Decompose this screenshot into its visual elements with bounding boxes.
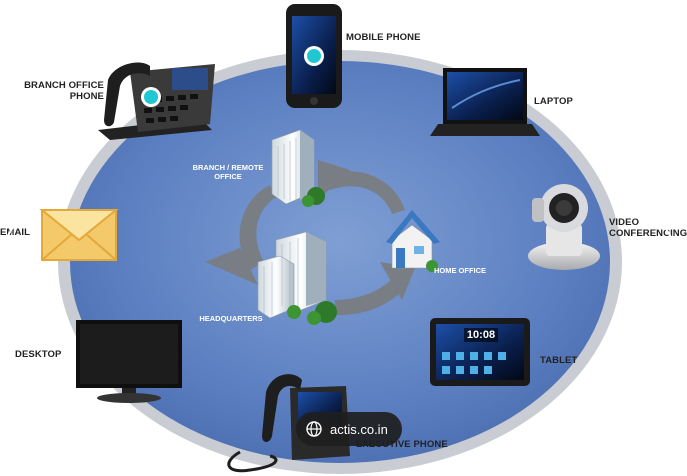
label-laptop: LAPTOP — [534, 96, 573, 107]
label-executive-phone: EXECUTIVE PHONE — [356, 439, 448, 450]
label-tablet: TABLET — [540, 355, 578, 366]
label-home-office: HOME OFFICE — [433, 266, 487, 275]
mobile-phone-device — [286, 4, 342, 108]
next-arrow-icon[interactable] — [660, 222, 674, 252]
globe-icon — [306, 421, 322, 437]
label-branch-office-phone: BRANCH OFFICE PHONE — [24, 80, 104, 102]
branch-office-building — [271, 129, 325, 207]
email-envelope-icon — [39, 209, 119, 261]
video-conferencing-device — [528, 184, 600, 270]
home-office-house — [386, 210, 440, 272]
label-video-conferencing: VIDEO CONFERENCING — [609, 217, 687, 239]
label-headquarters: HEADQUARTERS — [199, 314, 263, 323]
label-mobile-phone: MOBILE PHONE — [346, 32, 421, 43]
tablet-clock: 10:08 — [466, 329, 496, 341]
label-branch-remote-office: BRANCH / REMOTE OFFICE — [192, 163, 264, 181]
label-desktop: DESKTOP — [15, 349, 62, 360]
laptop-device — [430, 68, 540, 136]
branch-office-phone-device — [98, 62, 215, 140]
desktop-monitor-device — [76, 320, 182, 403]
tablet-device — [430, 318, 530, 386]
watermark-badge[interactable]: actis.co.in — [296, 412, 402, 446]
circular-arrows — [205, 160, 415, 316]
headquarters-buildings — [257, 231, 337, 325]
label-email: EMAIL — [0, 227, 31, 238]
previous-arrow-icon[interactable] — [4, 222, 18, 252]
watermark-text: actis.co.in — [330, 421, 388, 437]
